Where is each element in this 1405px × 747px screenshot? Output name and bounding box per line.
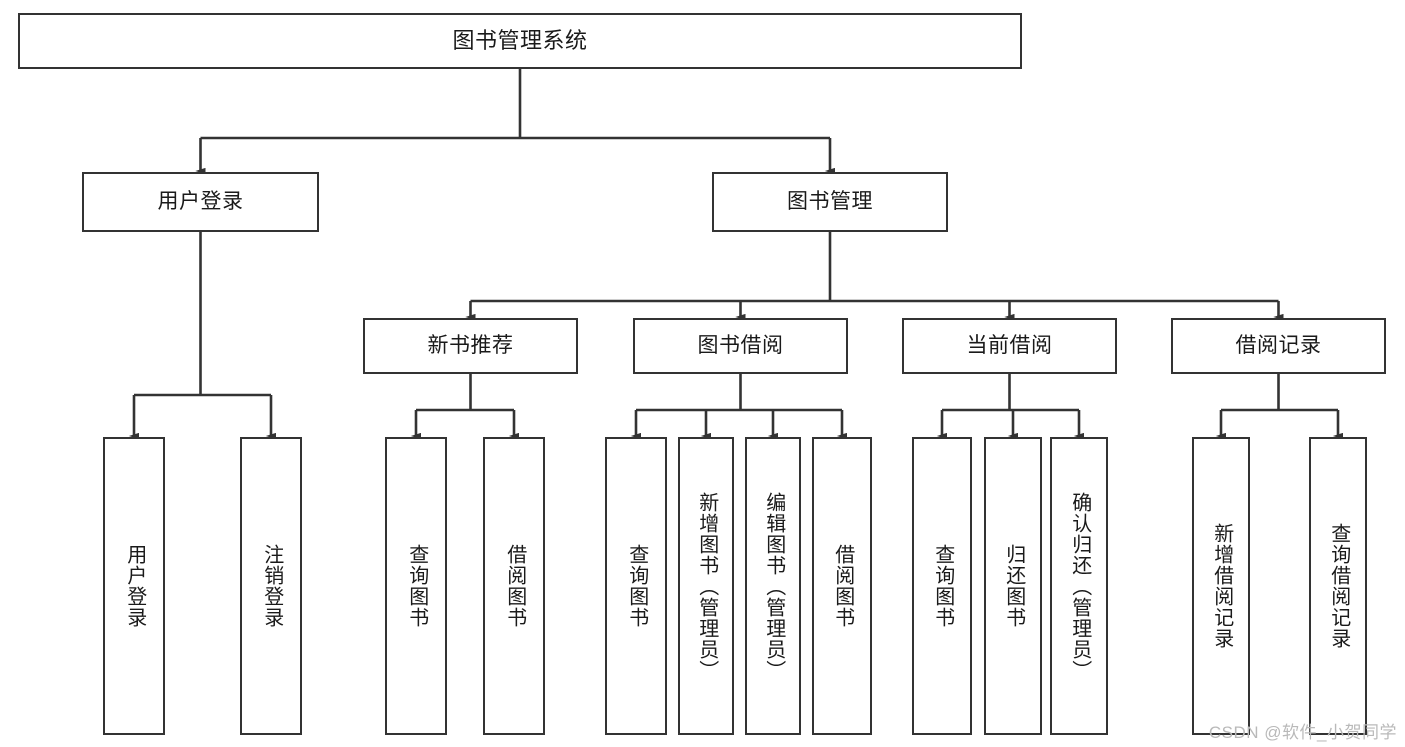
node-label: 查询图书 bbox=[625, 544, 648, 628]
node-label: 借阅记录 bbox=[1235, 334, 1322, 358]
leaf-return-book[interactable]: 归还图书 bbox=[984, 437, 1042, 735]
leaf-query-books-borrow[interactable]: 查询图书 bbox=[605, 437, 667, 735]
node-label: 注销登录 bbox=[260, 544, 283, 628]
leaf-logout[interactable]: 注销登录 bbox=[240, 437, 302, 735]
leaf-query-books-current[interactable]: 查询图书 bbox=[912, 437, 972, 735]
node-label: 确认归还（管理员） bbox=[1068, 491, 1091, 681]
node-label: 当前借阅 bbox=[966, 334, 1053, 358]
node-label: 新增借阅记录 bbox=[1210, 523, 1233, 649]
node-label: 查询图书 bbox=[931, 544, 954, 628]
leaf-borrow-book[interactable]: 借阅图书 bbox=[812, 437, 872, 735]
leaf-add-book-admin[interactable]: 新增图书（管理员） bbox=[678, 437, 734, 735]
node-current-borrow[interactable]: 当前借阅 bbox=[902, 318, 1117, 374]
node-label: 查询借阅记录 bbox=[1327, 523, 1350, 649]
leaf-add-borrow-record[interactable]: 新增借阅记录 bbox=[1192, 437, 1250, 735]
leaf-confirm-return-admin[interactable]: 确认归还（管理员） bbox=[1050, 437, 1108, 735]
node-label: 用户登录 bbox=[157, 190, 244, 214]
node-label: 借阅图书 bbox=[831, 544, 854, 628]
node-root[interactable]: 图书管理系统 bbox=[18, 13, 1022, 69]
node-borrow-records[interactable]: 借阅记录 bbox=[1171, 318, 1386, 374]
leaf-query-borrow-record[interactable]: 查询借阅记录 bbox=[1309, 437, 1367, 735]
node-label: 图书管理 bbox=[787, 190, 873, 214]
leaf-query-books-recommend[interactable]: 查询图书 bbox=[385, 437, 447, 735]
node-new-book-recommend[interactable]: 新书推荐 bbox=[363, 318, 578, 374]
node-book-borrow[interactable]: 图书借阅 bbox=[633, 318, 848, 374]
leaf-edit-book-admin[interactable]: 编辑图书（管理员） bbox=[745, 437, 801, 735]
leaf-borrow-books-recommend[interactable]: 借阅图书 bbox=[483, 437, 545, 735]
node-label: 编辑图书（管理员） bbox=[762, 491, 785, 681]
node-label: 查询图书 bbox=[405, 544, 428, 628]
node-label: 新书推荐 bbox=[427, 334, 514, 358]
node-book-management[interactable]: 图书管理 bbox=[712, 172, 948, 232]
node-label: 归还图书 bbox=[1002, 544, 1025, 628]
node-label: 新增图书（管理员） bbox=[695, 491, 718, 681]
node-label: 图书借阅 bbox=[697, 334, 784, 358]
node-label: 借阅图书 bbox=[503, 544, 526, 628]
node-label: 用户登录 bbox=[123, 544, 146, 628]
leaf-user-login[interactable]: 用户登录 bbox=[103, 437, 165, 735]
node-user-login[interactable]: 用户登录 bbox=[82, 172, 319, 232]
node-label: 图书管理系统 bbox=[452, 27, 588, 53]
